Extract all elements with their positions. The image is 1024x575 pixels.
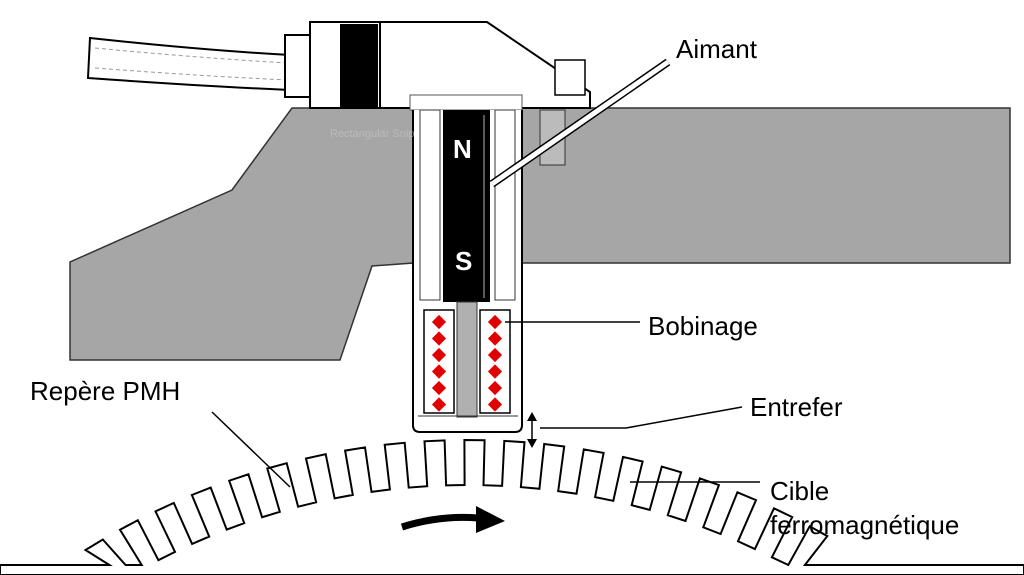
coil-dot [487, 380, 503, 396]
cable [86, 36, 291, 92]
coil-dot [431, 314, 447, 330]
label-tdc-mark: Repère PMH [30, 376, 181, 406]
coil-dot [487, 397, 503, 412]
label-magnet: Aimant [676, 34, 757, 64]
label-air-gap: Entrefer [750, 392, 843, 422]
magnet [443, 110, 490, 302]
coil-dot [431, 331, 447, 346]
north-pole-label: N [453, 134, 472, 164]
snip-overlay-text: Rectangular Snip [330, 128, 415, 140]
coil-dot [487, 364, 503, 379]
coil-dot [431, 347, 447, 363]
label-winding: Bobinage [648, 311, 758, 341]
pole-rod [456, 301, 478, 418]
coil-windings [431, 314, 503, 412]
coil-dot [431, 380, 447, 396]
probe: N S [412, 109, 523, 433]
label-target-line2: ferromagnétique [770, 510, 960, 540]
south-pole-label: S [455, 246, 472, 276]
coil-dot [487, 331, 503, 346]
air-gap-arrow-icon [527, 412, 537, 448]
coil-dot [487, 347, 503, 363]
sensor-head [284, 21, 591, 166]
coil-dot [431, 364, 447, 379]
coil-dot [487, 314, 503, 330]
ferromagnetic-target-wheel [0, 438, 1024, 575]
label-target-line1: Cible [770, 476, 830, 506]
rotation-arrow-icon [400, 506, 505, 533]
coil-dot [431, 397, 447, 412]
leader-lines [211, 58, 760, 488]
